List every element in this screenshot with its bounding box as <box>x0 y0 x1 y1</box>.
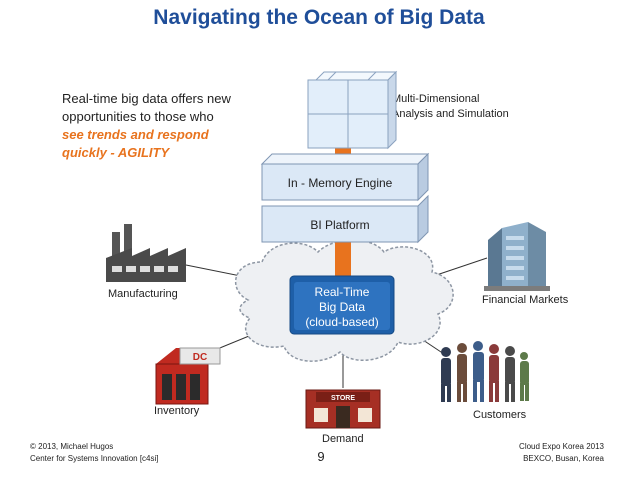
building-icon <box>484 222 550 291</box>
footer-right: Cloud Expo Korea 2013 BEXCO, Busan, Kore… <box>519 441 604 465</box>
intro-line-1: Real-time big data offers new <box>62 91 231 106</box>
cloud-label-line-2: Big Data <box>319 300 365 314</box>
dc-sign: DC <box>193 352 207 363</box>
analysis-label-line-2: Analysis and Simulation <box>392 108 509 120</box>
inventory-label: Inventory <box>154 405 200 417</box>
footer-copyright: © 2013, Michael Hugos <box>30 442 114 451</box>
dc-warehouse-icon <box>155 347 221 405</box>
manufacturing-label: Manufacturing <box>108 288 178 300</box>
memory-engine-box <box>260 152 430 202</box>
intro-text: Real-time big data offers new opportunit… <box>62 90 282 162</box>
intro-emphasis-2: quickly - AGILITY <box>62 145 170 160</box>
page-number: 9 <box>317 449 325 464</box>
factory-icon <box>106 224 186 282</box>
cube-stack <box>307 70 398 150</box>
footer-venue: BEXCO, Busan, Korea <box>523 454 604 463</box>
memory-engine-label: In - Memory Engine <box>288 176 393 190</box>
footer-organization: Center for Systems Innovation [c4si] <box>30 454 159 463</box>
bi-platform-box <box>261 194 429 244</box>
intro-line-2: opportunities to those who <box>62 109 214 124</box>
customers-label: Customers <box>473 409 527 421</box>
bi-platform-label: BI Platform <box>310 218 369 232</box>
big-data-core <box>289 275 395 335</box>
store-icon <box>305 389 381 429</box>
analysis-label-line-1: Multi-Dimensional <box>392 93 480 105</box>
cloud-label-line-1: Real-Time <box>315 285 370 299</box>
pipe-lower <box>335 236 351 278</box>
intro-emphasis-1: see trends and respond <box>62 127 209 142</box>
demand-label: Demand <box>322 433 364 445</box>
financial-markets-label: Financial Markets <box>482 294 569 306</box>
analysis-label: Multi-Dimensional Analysis and Simulatio… <box>392 92 592 122</box>
page-title: Navigating the Ocean of Big Data <box>153 6 485 29</box>
customers-icon <box>441 341 529 402</box>
store-sign: STORE <box>331 395 355 402</box>
footer-left: © 2013, Michael Hugos Center for Systems… <box>30 441 159 465</box>
cloud-label-line-3: (cloud-based) <box>305 315 378 329</box>
footer-event: Cloud Expo Korea 2013 <box>519 442 604 451</box>
